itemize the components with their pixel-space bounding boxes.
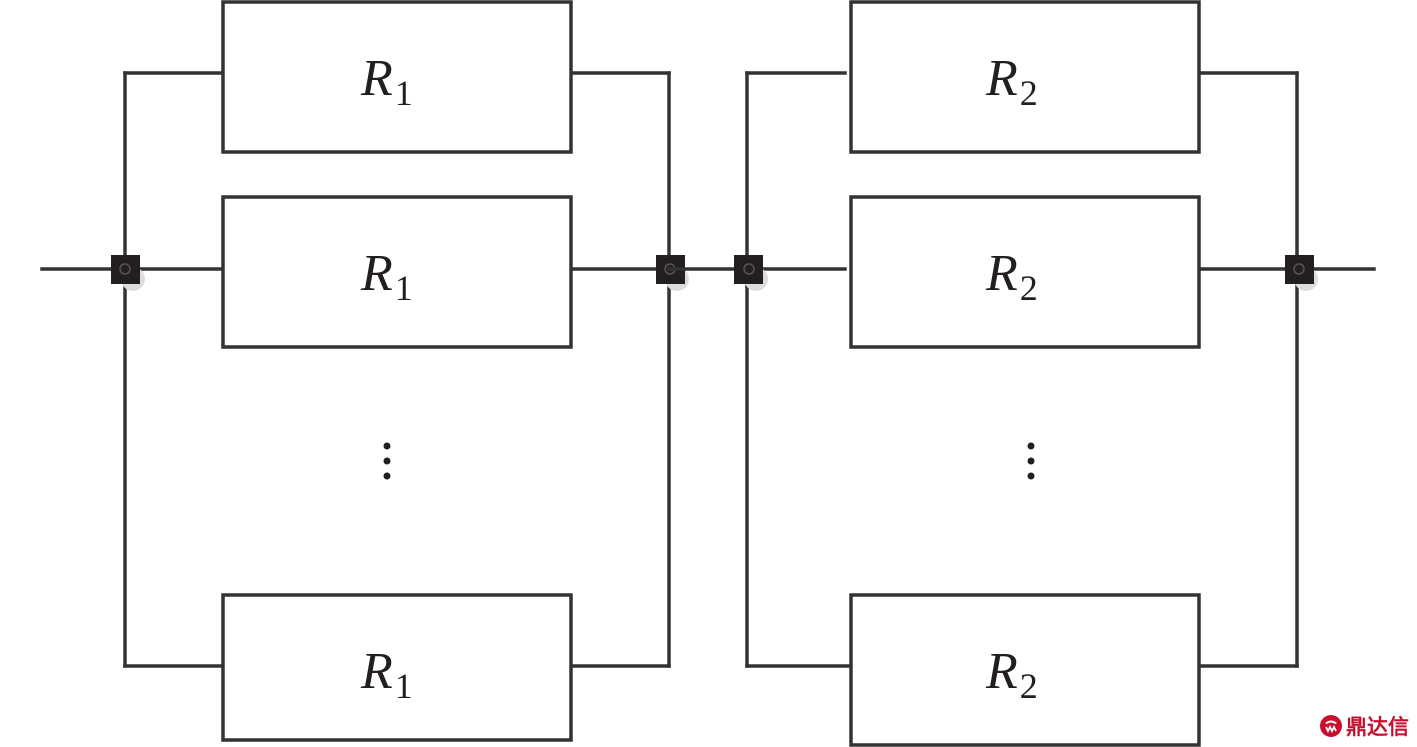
resistor-label: R1 bbox=[360, 245, 413, 308]
resistor-box bbox=[221, 593, 573, 742]
ellipsis-dot bbox=[1027, 442, 1035, 450]
resistor-r1-bottom: R1 bbox=[221, 593, 573, 742]
resistor-label: R1 bbox=[360, 50, 413, 113]
ellipsis-dot bbox=[383, 442, 391, 450]
resistor-box bbox=[221, 195, 573, 349]
junction-node-2-left bbox=[734, 255, 768, 291]
ellipsis-dot bbox=[1027, 457, 1035, 465]
ellipsis-group-2 bbox=[1027, 442, 1035, 480]
node-ring bbox=[1293, 263, 1305, 275]
watermark: 鼎达信 bbox=[1319, 711, 1409, 741]
junction-node-2-right bbox=[1285, 255, 1318, 291]
parallel-group-2: R2 R2 R2 bbox=[734, 0, 1376, 747]
resistor-box bbox=[221, 0, 573, 154]
node-ring bbox=[743, 263, 755, 275]
resistor-box bbox=[849, 195, 1201, 349]
node-ring bbox=[119, 263, 131, 275]
ellipsis-dot bbox=[383, 457, 391, 465]
node-square bbox=[734, 255, 763, 284]
resistor-r1-middle: R1 bbox=[221, 195, 573, 349]
watermark-text: 鼎达信 bbox=[1346, 715, 1409, 739]
logo-icon bbox=[1320, 715, 1342, 737]
resistor-r2-top: R2 bbox=[849, 0, 1201, 154]
resistor-box bbox=[849, 593, 1201, 747]
ellipsis-dot bbox=[383, 472, 391, 480]
ellipsis-group-1 bbox=[383, 442, 391, 480]
resistor-r2-middle: R2 bbox=[849, 195, 1201, 349]
junction-node-1-left bbox=[111, 255, 145, 291]
resistor-label: R2 bbox=[985, 245, 1038, 308]
junction-node-1-right bbox=[656, 255, 689, 291]
parallel-group-1: R1 R1 R1 bbox=[40, 0, 689, 742]
resistor-box bbox=[849, 0, 1201, 154]
resistor-r2-bottom: R2 bbox=[849, 593, 1201, 747]
ellipsis-dot bbox=[1027, 472, 1035, 480]
node-square bbox=[111, 255, 140, 284]
resistor-label: R1 bbox=[360, 643, 413, 706]
resistor-label: R2 bbox=[985, 50, 1038, 113]
resistor-r1-top: R1 bbox=[221, 0, 573, 154]
resistor-label: R2 bbox=[985, 643, 1038, 706]
node-square bbox=[1285, 255, 1314, 284]
